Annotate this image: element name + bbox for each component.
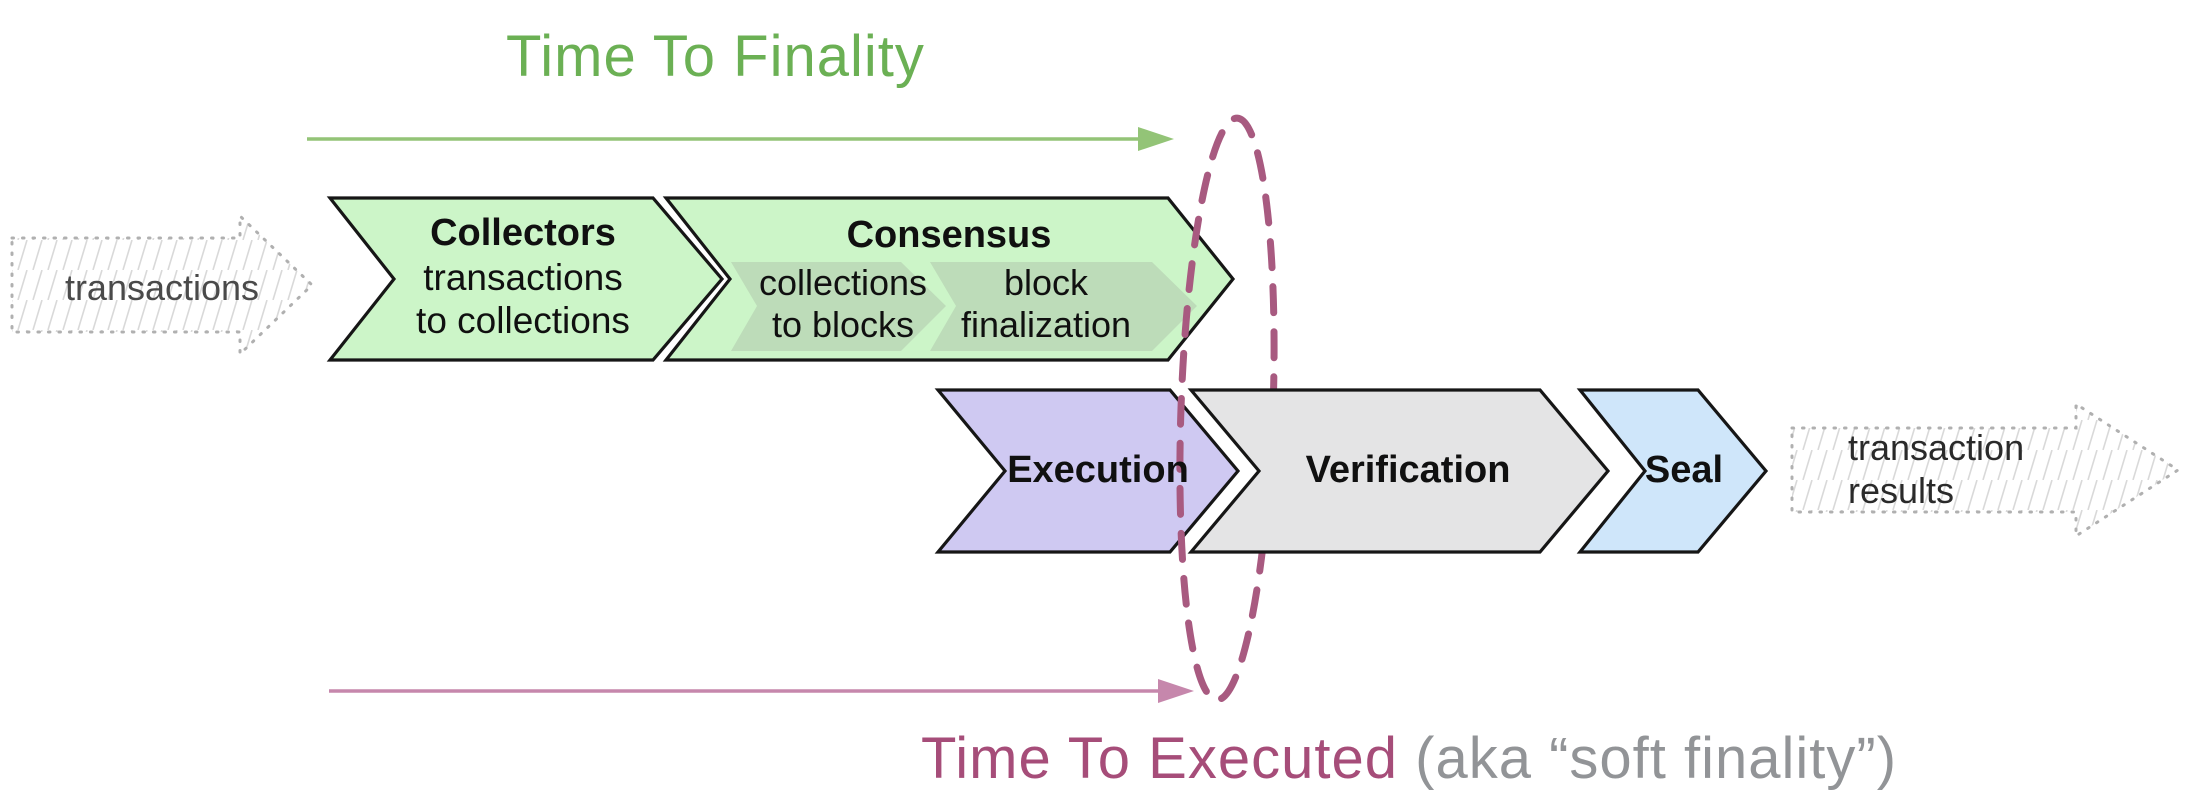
transaction-results-line2: results — [1848, 470, 1955, 512]
transactions-input-arrow — [10, 212, 315, 358]
seal-title: Seal — [1644, 449, 1724, 491]
execution-chevron — [934, 388, 1241, 554]
collectors-title: Collectors — [430, 212, 616, 254]
collections-to-blocks-line1: collections — [758, 262, 928, 303]
collectors-line1: transactions — [423, 256, 623, 298]
verification-title: Verification — [1305, 449, 1511, 491]
collectors-chevron — [326, 196, 725, 362]
collections-to-blocks-line2: to blocks — [771, 304, 915, 346]
time-to-executed-title: Time To Executed (aka “soft finality”) — [921, 730, 1897, 788]
transaction-results-label: transaction results — [1848, 426, 2024, 512]
collections-to-blocks-subchevron — [731, 262, 946, 351]
execution-title: Execution — [1007, 449, 1189, 491]
collectors-label: Collectors transactions to collections — [373, 211, 673, 343]
time-to-finality-title: Time To Finality — [506, 24, 925, 89]
transaction-results-output-arrow — [1790, 401, 2181, 539]
block-finalization-line2: finalization — [960, 304, 1132, 346]
seal-chevron — [1576, 388, 1769, 554]
consensus-title: Consensus — [846, 214, 1052, 256]
block-finalization-line1: block — [1003, 262, 1089, 303]
collectors-line2: to collections — [416, 300, 630, 342]
finality-timeline-arrow — [307, 127, 1174, 151]
block-finalization-label: block finalization — [946, 262, 1146, 347]
soft-finality-note: (aka “soft finality”) — [1415, 726, 1898, 791]
block-finalization-subchevron — [930, 262, 1197, 351]
transaction-results-line1: transaction — [1848, 427, 2025, 468]
collections-to-blocks-label: collections to blocks — [743, 262, 943, 347]
time-to-executed-text: Time To Executed — [921, 726, 1398, 791]
transactions-label: transactions — [64, 267, 260, 308]
verification-chevron — [1187, 388, 1611, 554]
executed-timeline-arrow — [329, 679, 1194, 703]
